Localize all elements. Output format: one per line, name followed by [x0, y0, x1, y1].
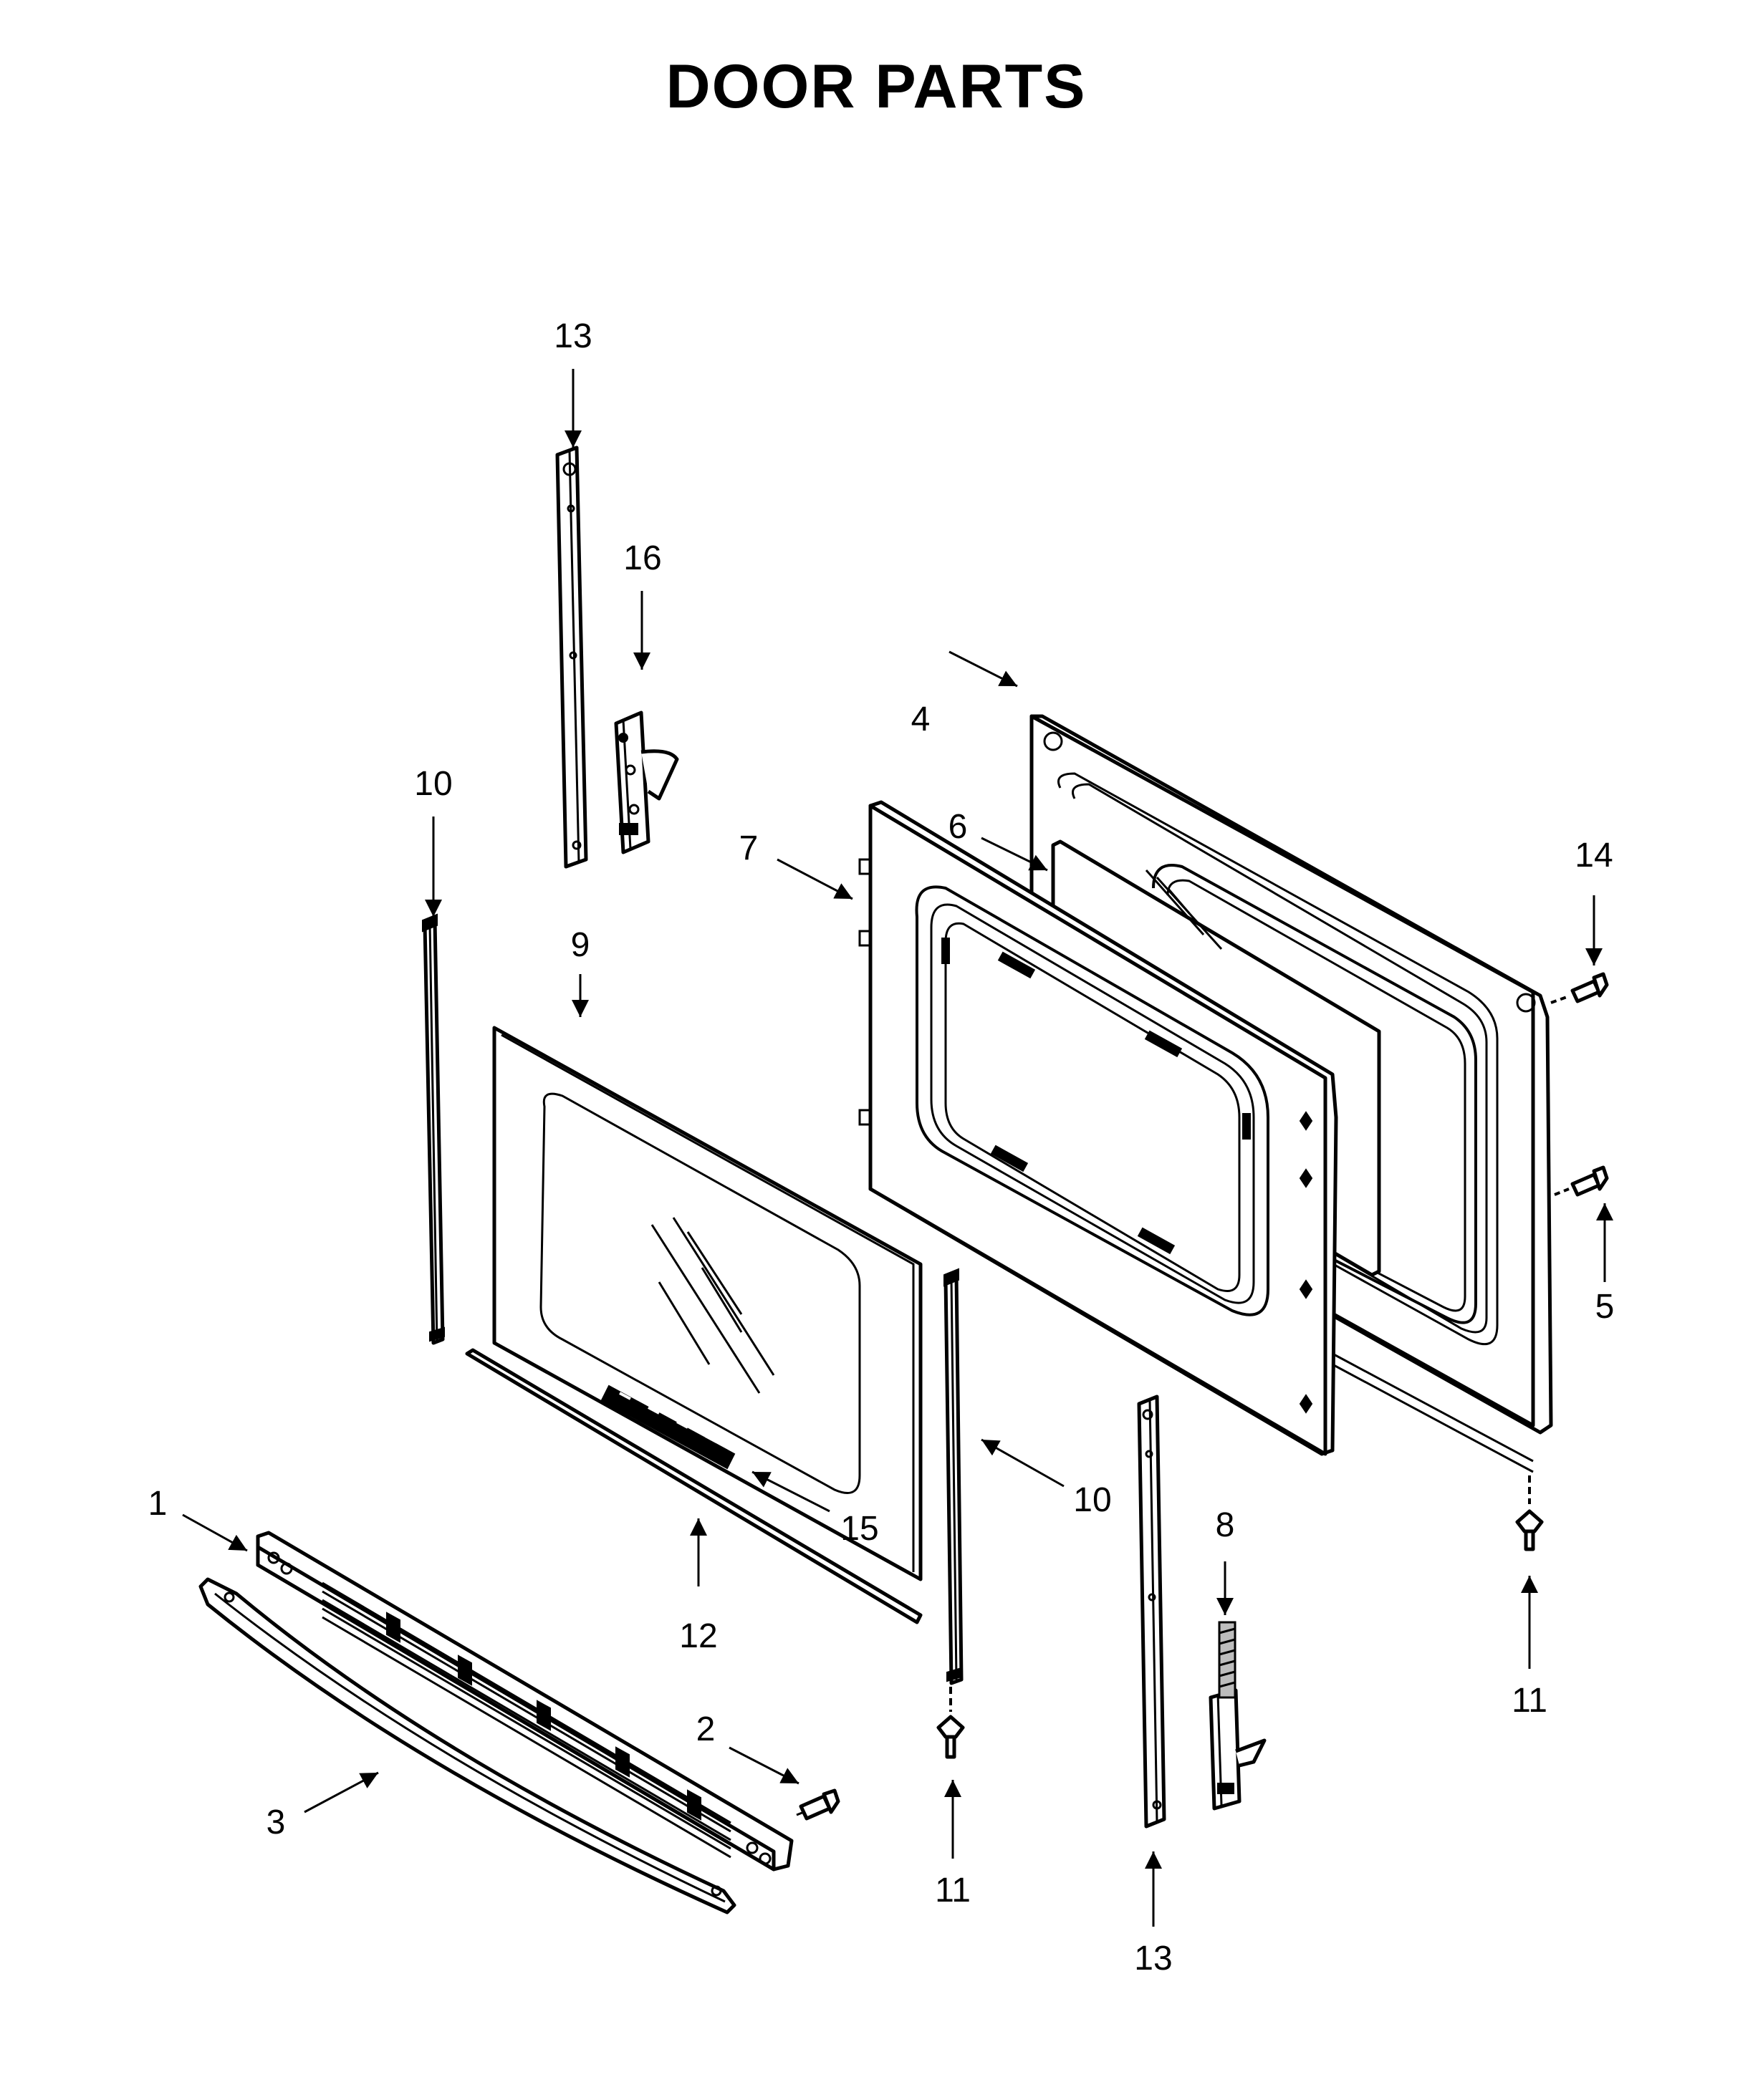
- callout-labels: 13 16 10 9 4 6 7 14 5 10 15 12 8 11 11 1…: [148, 317, 1615, 1978]
- callout-12: 12: [679, 1617, 717, 1655]
- part-7-door-liner: [858, 800, 1338, 1456]
- part-2-screw: [796, 1788, 840, 1821]
- part-12-bottom-trim: [465, 1348, 923, 1624]
- part-11-screw-right: [1515, 1475, 1544, 1551]
- callout-10-right: 10: [1073, 1481, 1111, 1519]
- part-5-screw: [1554, 1165, 1609, 1197]
- leader-lines: [182, 369, 1613, 1927]
- callout-13-bottom: 13: [1134, 1940, 1172, 1978]
- part-13-bottom-hinge-channel: [1137, 1395, 1166, 1829]
- callout-5: 5: [1595, 1288, 1615, 1326]
- part-10-left-side-trim: [422, 913, 445, 1345]
- callout-9: 9: [571, 926, 590, 964]
- callout-10-left: 10: [414, 765, 452, 803]
- part-10-right-side-trim: [943, 1268, 964, 1685]
- callout-6: 6: [948, 808, 968, 846]
- part-16-hinge: [614, 711, 679, 854]
- callout-11-right: 11: [1512, 1682, 1547, 1720]
- callout-7: 7: [739, 829, 759, 867]
- part-1-vent-panel: [256, 1531, 794, 1872]
- amana-logo: [600, 1384, 736, 1470]
- page-title: DOOR PARTS: [666, 52, 1087, 121]
- callout-11-center: 11: [935, 1872, 971, 1909]
- part-8-hinge: [1209, 1621, 1267, 1811]
- callout-8: 8: [1216, 1506, 1235, 1544]
- callout-1: 1: [148, 1485, 168, 1523]
- callout-4: 4: [911, 700, 931, 738]
- callout-14: 14: [1575, 837, 1613, 875]
- part-11-screw-center: [936, 1687, 965, 1759]
- callout-13-top: 13: [554, 317, 592, 355]
- callout-16: 16: [623, 539, 661, 577]
- part-9-outer-glass: [492, 1026, 923, 1581]
- callout-15: 15: [840, 1510, 878, 1548]
- callout-3: 3: [266, 1803, 286, 1841]
- part-3-door-handle: [198, 1577, 736, 1914]
- callout-2: 2: [696, 1710, 716, 1748]
- part-14-screw: [1550, 972, 1609, 1004]
- part-13-top-hinge-channel: [555, 445, 588, 869]
